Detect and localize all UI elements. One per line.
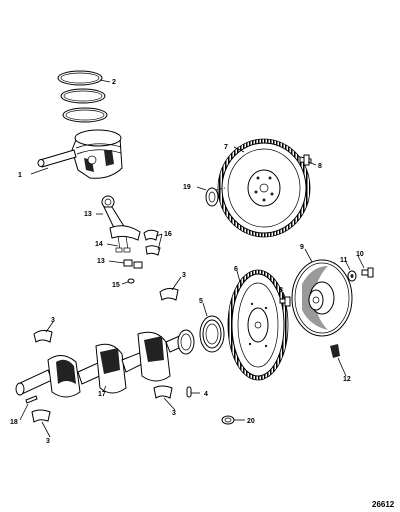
callout-6: 6	[234, 266, 238, 273]
callout-10: 10	[356, 251, 364, 258]
callout-8-upper: 8	[318, 163, 322, 170]
callout-4: 4	[204, 391, 208, 398]
piston	[71, 129, 123, 179]
callout-13-lower: 13	[97, 258, 105, 265]
callout-11: 11	[340, 257, 348, 264]
figure-id: 26612	[372, 500, 395, 509]
flexplate	[217, 138, 311, 238]
callout-3-lower-left: 3	[46, 438, 50, 445]
rear-main-seal	[199, 315, 225, 353]
rod-nuts	[123, 259, 143, 269]
drive-coupler	[291, 259, 353, 358]
callout-7: 7	[224, 144, 228, 151]
coupler-washer	[347, 270, 357, 282]
callout-13-upper: 13	[84, 211, 92, 218]
flexplate-bolt	[299, 154, 312, 166]
callout-3-lower-center: 3	[172, 410, 176, 417]
wrist-pin	[37, 149, 77, 168]
main-bearing-upper-left	[33, 329, 53, 343]
callout-9: 9	[300, 244, 304, 251]
dowel-pin	[127, 278, 135, 284]
callout-17: 17	[98, 391, 106, 398]
callout-16: 16	[164, 231, 172, 238]
callout-8-lower: 8	[279, 287, 283, 294]
callout-5: 5	[199, 298, 203, 305]
callout-3-upper-right: 3	[182, 272, 186, 279]
rod-bearings	[143, 229, 161, 256]
callout-15: 15	[112, 282, 120, 289]
flywheel-bolt	[279, 296, 291, 307]
leader-lines	[19, 79, 365, 438]
callout-19: 19	[183, 184, 191, 191]
main-bearing-upper-right	[159, 287, 179, 301]
coupler-bolt	[361, 267, 374, 278]
callout-20: 20	[247, 418, 255, 425]
main-bearing-lower-center	[153, 385, 173, 399]
rear-seal	[205, 187, 226, 207]
main-bearing-lower-left	[31, 409, 51, 423]
callout-12: 12	[343, 376, 351, 383]
callout-18: 18	[10, 419, 18, 426]
crank-key	[25, 395, 38, 404]
bearing-dowel	[186, 386, 192, 398]
callout-1: 1	[18, 172, 22, 179]
callout-labels: 1 2 13 14 13 15 16 7 8 19 3 3 6 5 8 9 10…	[10, 79, 364, 445]
flywheel	[227, 269, 289, 381]
thrust-washer	[221, 415, 235, 425]
connecting-rod	[101, 195, 141, 253]
crankshaft	[15, 329, 195, 398]
piston-rings	[57, 70, 108, 123]
callout-14: 14	[95, 241, 103, 248]
callout-2: 2	[112, 79, 116, 86]
callout-3-upper-left: 3	[51, 317, 55, 324]
